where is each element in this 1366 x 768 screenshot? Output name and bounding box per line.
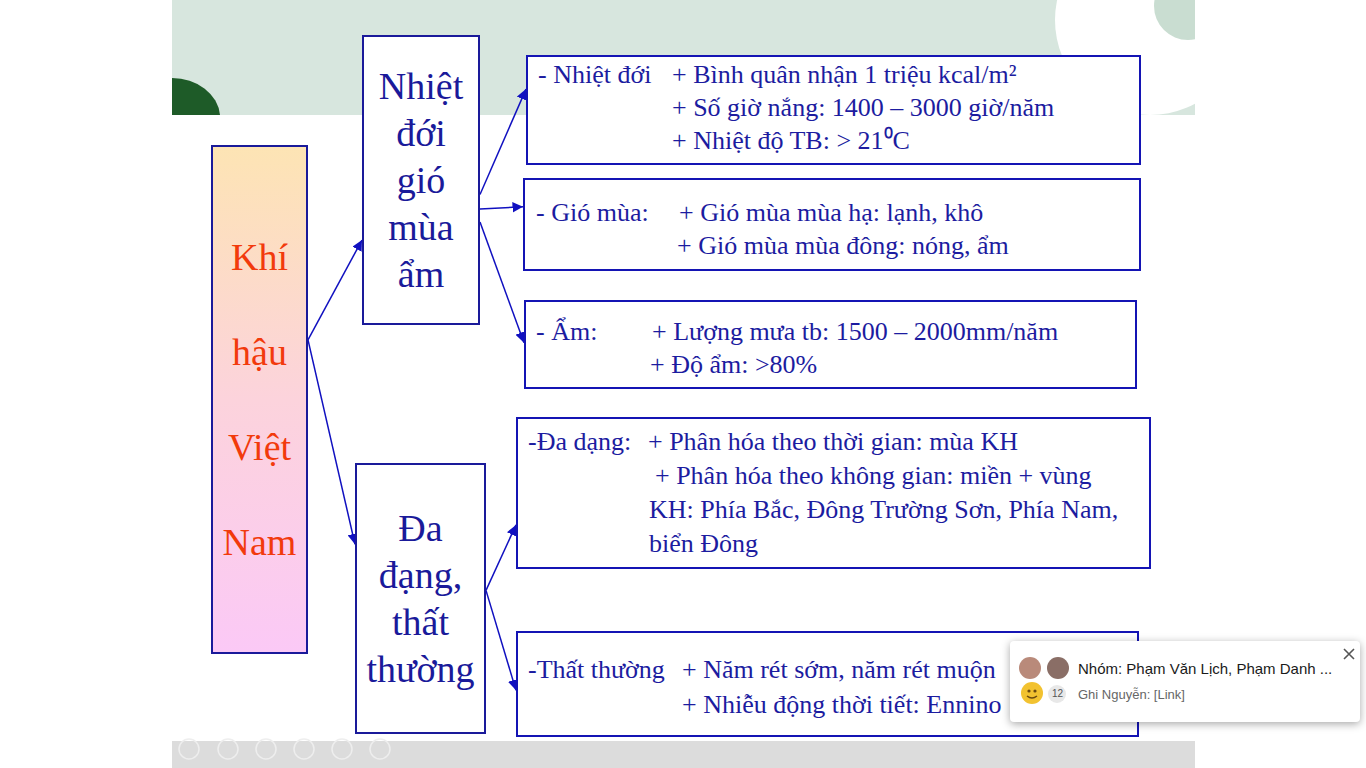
notification-popup: Nhóm: Phạm Văn Lịch, Phạm Danh ... Ghi Ng… bbox=[1010, 641, 1360, 722]
item-detail: + Nhiệt độ TB: > 21⁰C bbox=[672, 124, 910, 157]
item-detail: + Bình quân nhận 1 triệu kcal/m² bbox=[672, 58, 1017, 91]
item-heading: - Nhiệt đới bbox=[538, 58, 651, 91]
item-detail: + Lượng mưa tb: 1500 – 2000mm/năm bbox=[652, 315, 1058, 348]
detail-box: - Gió mùa: + Gió mùa mùa hạ: lạnh, khô+ G… bbox=[523, 178, 1141, 271]
detail-box: - Nhiệt đới + Bình quân nhận 1 triệu kcal… bbox=[526, 55, 1141, 165]
toolbar-strip bbox=[172, 741, 1195, 768]
detail-box: -Đa dạng: + Phân hóa theo thời gian: mùa … bbox=[516, 417, 1151, 569]
arrow-connector bbox=[486, 590, 516, 690]
popup-text: Nhóm: Phạm Văn Lịch, Phạm Danh ... bbox=[1078, 659, 1334, 678]
category-box: Đa đạng, thất thường bbox=[355, 463, 486, 734]
box-label: Đa đạng, thất thường bbox=[363, 505, 478, 693]
item-detail: + Phân hóa theo không gian: miền + vùng … bbox=[649, 459, 1141, 561]
item-heading: -Đa dạng: bbox=[528, 425, 631, 458]
item-detail: + Độ ẩm: >80% bbox=[650, 348, 817, 381]
item-heading: -Thất thường bbox=[528, 653, 665, 686]
item-detail: + Số giờ nắng: 1400 – 3000 giờ/năm bbox=[672, 91, 1054, 124]
box-label: Khí hậu Việt Nam bbox=[219, 210, 300, 590]
box-label: Nhiệt đới gió mùa ẩm bbox=[370, 63, 472, 298]
popup-text: Ghi Nguyễn: [Link] bbox=[1078, 686, 1334, 703]
item-detail: + Gió mùa mùa đông: nóng, ẩm bbox=[677, 229, 1009, 262]
arrow-connector bbox=[486, 525, 516, 590]
detail-box: - Ẩm: + Lượng mưa tb: 1500 – 2000mm/năm+ … bbox=[524, 300, 1137, 389]
item-detail: + Năm rét sớm, năm rét muộn bbox=[682, 653, 996, 686]
title-box: Khí hậu Việt Nam bbox=[211, 145, 308, 654]
arrow-connector bbox=[480, 222, 524, 343]
decor-circle bbox=[1154, 0, 1195, 40]
badge-count: 12 bbox=[1052, 688, 1063, 700]
arrow-connector bbox=[308, 240, 362, 340]
item-heading: - Gió mùa: bbox=[536, 196, 649, 229]
item-detail: + Gió mùa mùa hạ: lạnh, khô bbox=[679, 196, 983, 229]
category-box: Nhiệt đới gió mùa ẩm bbox=[362, 35, 480, 325]
item-heading: - Ẩm: bbox=[536, 315, 597, 348]
item-detail: + Nhiễu động thời tiết: Ennino bbox=[682, 688, 1001, 721]
arrow-connector bbox=[308, 340, 355, 544]
arrow-connector bbox=[480, 89, 526, 194]
decor-semicircle bbox=[172, 78, 220, 115]
avatar-icons bbox=[1010, 641, 1360, 722]
toolbar-icons bbox=[179, 739, 390, 759]
item-detail: + Phân hóa theo thời gian: mùa KH bbox=[648, 425, 1018, 458]
arrow-connector bbox=[480, 207, 523, 209]
